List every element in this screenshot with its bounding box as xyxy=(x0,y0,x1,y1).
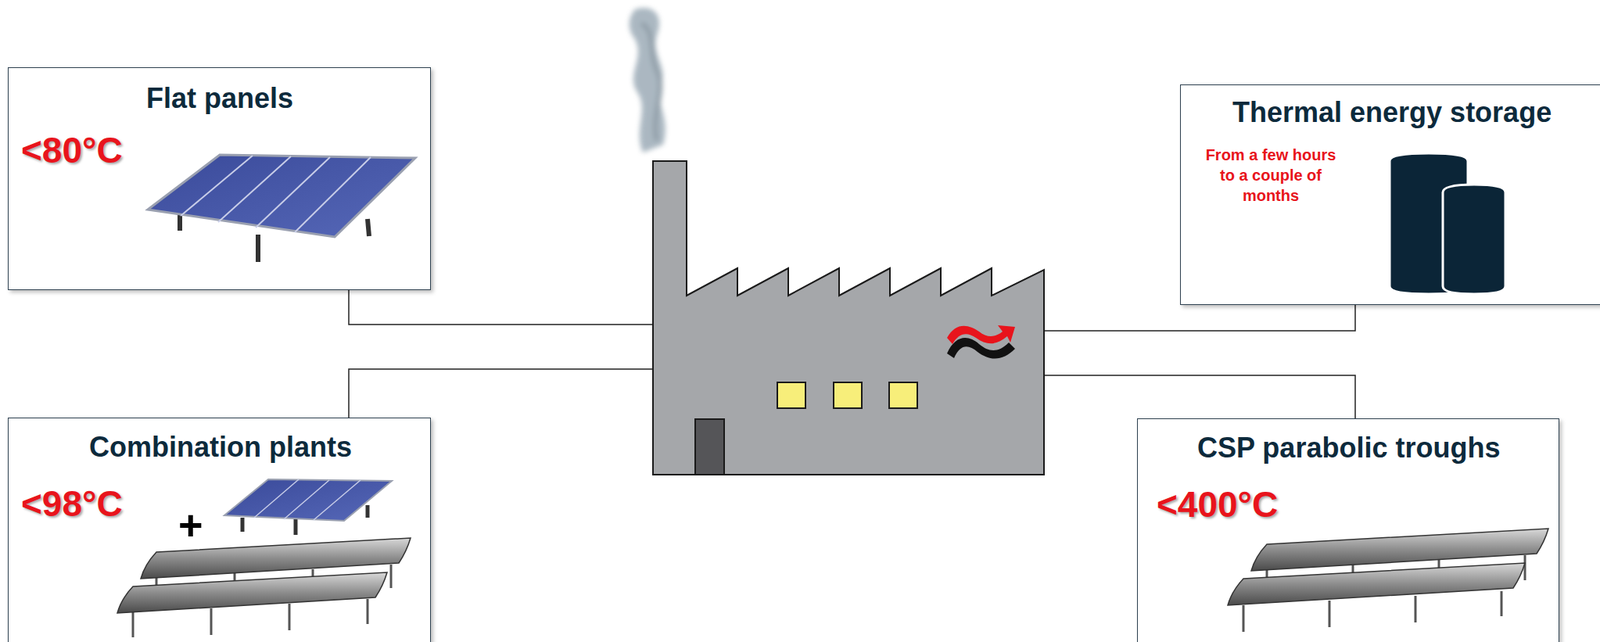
box-title: CSP parabolic troughs xyxy=(1197,431,1500,465)
solar-panel-box: Flat panels <80°C xyxy=(7,67,431,291)
flat-solar-panel xyxy=(147,154,416,262)
temperature-label: <80°C xyxy=(21,129,123,172)
csp-box: CSP parabolic troughs <400°C xyxy=(1137,418,1560,642)
factory xyxy=(652,161,1044,475)
flat-solar-panel xyxy=(224,479,392,535)
duration-note: From a few hours to a couple of months xyxy=(1204,144,1338,206)
plus-sign: + xyxy=(178,500,204,549)
smoke xyxy=(629,7,666,153)
combination-box: Combination plants <98°C xyxy=(7,417,431,642)
box-title: Thermal energy storage xyxy=(1232,96,1552,130)
box-title: Combination plants xyxy=(89,430,352,464)
parabolic-troughs xyxy=(117,538,411,638)
box-title: Flat panels xyxy=(146,82,294,115)
temperature-label: <400°C xyxy=(1156,483,1278,526)
temperature-label: <98°C xyxy=(21,482,123,525)
company-logo xyxy=(947,325,1016,359)
storage-box: Thermal energy storageFrom a few hours t… xyxy=(1180,84,1600,305)
parabolic-troughs xyxy=(1227,528,1549,632)
storage-tanks xyxy=(1389,153,1506,295)
